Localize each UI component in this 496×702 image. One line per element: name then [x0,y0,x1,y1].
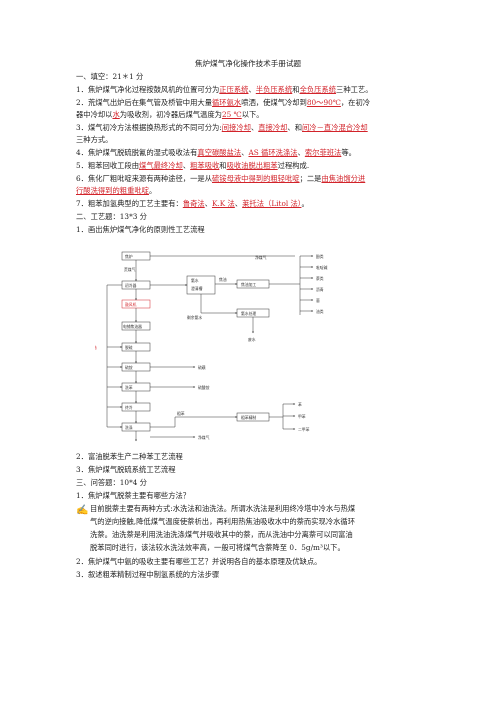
question-2-cont: 器中冷却以水为吸收剂，初冷器后煤气温度为25 ℃以下。 [76,110,264,119]
label-tar-catcher: 电捕焦油器 [123,324,142,329]
qa-answer-1-line-3: 洗萘。油洗萘是利用洗油洗涤煤气并吸收其中的萘，而从洗油中分离萘可以同富油 [90,530,353,539]
label-final-cool: 终冷 [125,405,133,410]
benzene-2: 甲苯 [298,414,306,419]
question-1: 1．焦炉煤气净化过程按鼓风机的位置可分为正压系统、半负压系统和全负压系统三种工艺… [76,85,373,94]
process-flow-diagram: 焦炉 荒煤气 初冷器 鼓风机 电捕焦油器 脱硫 硫铵 洗苯 终冷 洗涤 洗油 氨… [95,251,328,442]
label-ammonium: 硫铵 [125,365,133,370]
label-coarse-gas: 荒煤气 [124,267,136,272]
product-5: 蒽 [316,298,320,303]
qa-question-1: 1．焦炉煤气脱萘主要有哪些方法？ [76,491,191,500]
label-tar: 焦油 [219,277,227,282]
qa-question-2: 2．焦炉煤气中氨的吸收主要有哪些工艺？并说明各自的基本原理及优缺点。 [76,557,322,566]
label-benzene-wash: 洗苯 [125,385,133,390]
page-title: 焦炉煤气净化操作技术手册试题 [194,59,302,68]
product-6: 油类 [316,309,324,314]
qa-question-3: 3．叙述粗苯精制过程中制氢系统的方法步骤 [76,570,220,579]
qa-answer-1-line-4: 脱苯同时进行，该法较水洗法效率高，一般可将煤气含萘降至 0．5g/m³以下。 [90,543,345,552]
question-7: 7．粗苯加氢典型的工艺主要有：鲁奇法、K.K 法、莱托法（Litol 法）。 [76,199,309,208]
benzene-3: 二甲苯 [298,427,310,432]
question-3: 3．煤气初冷方法根据换热形式的不同可分为:间接冷却、直接冷却、和间冷－直冷混合冷… [76,123,368,132]
label-waste-water: 废水 [248,337,256,342]
benzene-1: 苯 [298,402,302,407]
label-sulfur-product: 硫磺 [198,365,206,370]
label-residual-ammonia: 剩余氨水 [187,315,202,320]
label-ammonia-dist: 氨水处理 [241,311,256,316]
question-3-cont: 三种方式。 [76,135,113,144]
label-desulf: 脱硫 [125,345,133,350]
section-fill-blank: 一、填空：21＊1 分 [76,72,144,81]
label-ammonia-water: 氨水 [191,278,199,283]
section-qa: 三、问答题：10*4 分 [76,478,147,487]
product-2: 吡啶碱 [316,265,328,270]
question-6-cont: 行酸洗得到的粗重吡啶。 [76,186,157,195]
label-clarifier: 澄清槽 [191,286,203,291]
process-question-2: 2．富油脱苯生产二种苯工艺流程 [76,452,183,461]
product-4: 沥青 [316,287,324,292]
pencil-icon: ✍ [76,505,89,516]
label-coke-oven: 焦炉 [125,254,133,259]
label-ammonium-product: 硫酸铵 [198,385,210,390]
qa-answer-1-line-1: 目前脱萘主要有两种方式:水洗法和油洗法。所谓水洗法是利用终冷塔中冷水与热煤 [90,504,356,513]
label-clean-gas-out: 净煤气 [198,435,210,440]
label-crude-refine: 粗苯精制 [241,415,256,420]
label-blower: 鼓风机 [125,302,137,307]
section-process: 二、工艺题：13*3 分 [76,212,147,221]
label-side: 洗油 [95,345,97,350]
label-primary-cooler: 初冷器 [125,283,137,288]
label-clean-gas: 净煤气 [255,255,267,260]
qa-answer-1-line-2: 气的逆向接触,降低煤气温度使萘析出，再利用热焦油吸收水中的萘而实现冷水循环 [90,517,356,526]
question-6: 6．焦化厂粗吡啶来源有两种途径，一是从硫铵母液中得到的粗轻吡啶；二是由焦油馏分进 [76,174,366,183]
label-crude-benzene: 粗苯 [177,411,185,416]
product-3: 萘类 [316,276,324,281]
label-tar-process: 焦油加工 [241,282,256,287]
process-question-1: 1．画出焦炉煤气净化的原则性工艺流程 [76,225,205,234]
question-5: 5．粗苯回收工段由煤气最终冷却、粗苯吸收和吸收油脱出粗苯过程构成. [76,161,310,170]
question-4: 4．焦炉煤气脱硫脱氰的湿式吸收法有真空碳酸盐法、AS 循环洗涤法、索尔菲班法等。 [76,148,356,157]
label-wash-tower: 洗涤 [125,425,133,430]
question-2: 2．荒煤气出炉后在集气管及桥管中用大量循环氨水喷洒，使煤气冷却到80～90℃，在… [76,98,371,107]
process-question-3: 3．焦炉煤气脱硫系统工艺流程 [76,465,176,474]
product-1: 酚类 [316,254,324,259]
